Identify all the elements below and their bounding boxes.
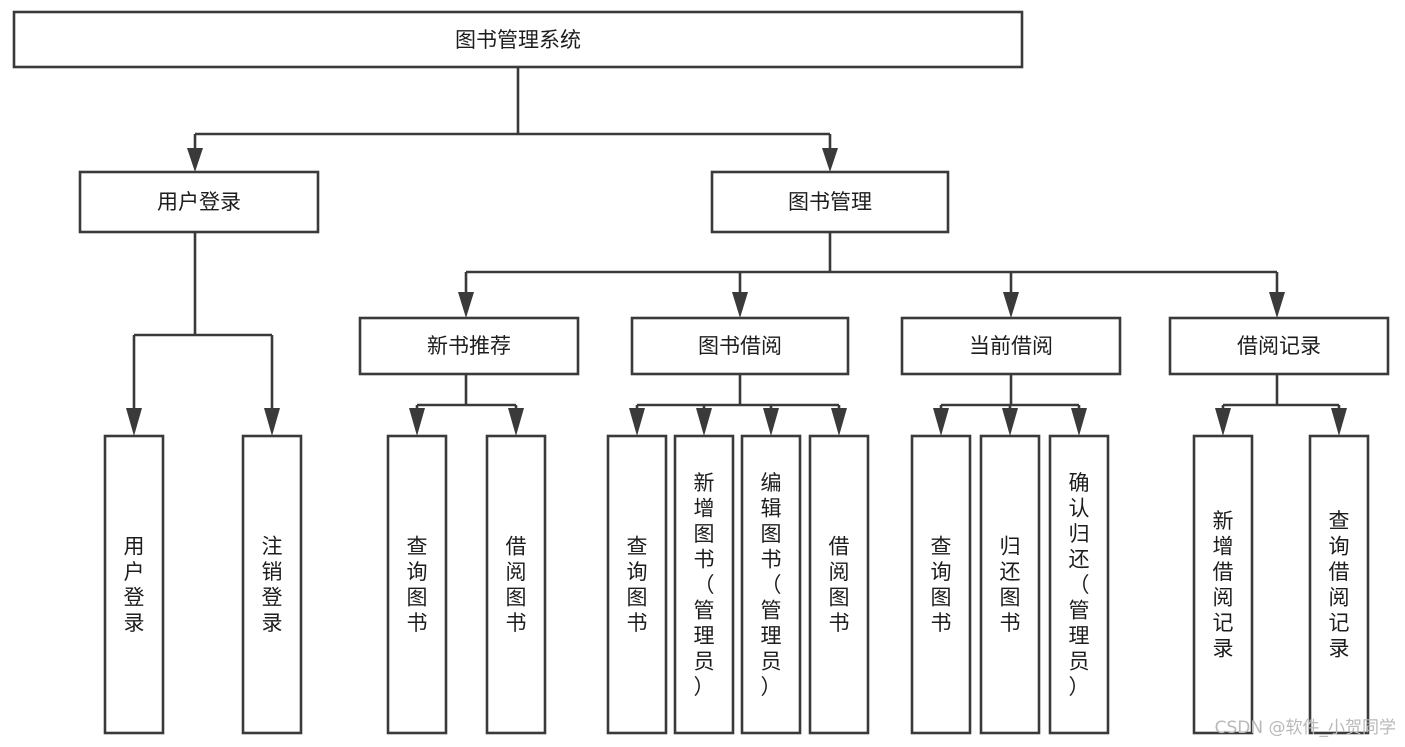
node-leaf-confirm-return-box[interactable] (1048, 434, 1110, 735)
node-leaf-return-book[interactable]: 归还图书 (979, 434, 1041, 735)
arrowhead-book-manage (822, 148, 838, 172)
arrowhead-leaf-query-book-2 (629, 408, 645, 436)
node-leaf-user-login-label: 用户登录 (124, 535, 145, 636)
node-leaf-query-book-2[interactable]: 查询图书 (606, 434, 668, 735)
node-leaf-edit-book[interactable]: 编辑图书（管理员） (740, 434, 802, 735)
node-leaf-borrow-book-2-box[interactable] (808, 434, 870, 735)
csdn-watermark: CSDN @软件_小贺同学 (1215, 718, 1396, 738)
node-borrow-record-box[interactable] (1168, 316, 1390, 376)
node-leaf-query-book-1[interactable]: 查询图书 (386, 434, 448, 735)
node-leaf-return-book-label: 归还图书 (1000, 535, 1021, 636)
node-leaf-user-login-box[interactable] (103, 434, 165, 735)
arrowhead-user-login (187, 148, 203, 172)
node-leaf-return-book-box[interactable] (979, 434, 1041, 735)
node-leaf-borrow-book-1-label: 借阅图书 (506, 535, 527, 636)
node-borrow-record[interactable]: 借阅记录 (1168, 316, 1390, 376)
arrowhead-current-borrow (1003, 292, 1019, 318)
node-leaf-query-record-label: 查询借阅记录 (1329, 509, 1350, 661)
node-leaf-borrow-book-2-label: 借阅图书 (829, 535, 850, 636)
node-current-borrow-label: 当前借阅 (969, 334, 1053, 358)
connector-group-borrow-record (1215, 374, 1347, 436)
arrowhead-leaf-query-book-3 (933, 408, 949, 436)
arrowhead-leaf-query-book-1 (409, 408, 425, 436)
arrowhead-leaf-return-book (1002, 408, 1018, 436)
arrowhead-leaf-query-record (1331, 408, 1347, 436)
node-book-manage[interactable]: 图书管理 (710, 170, 950, 234)
arrowhead-leaf-logout (264, 408, 280, 436)
node-new-book-recommend[interactable]: 新书推荐 (358, 316, 580, 376)
node-leaf-logout-label: 注销登录 (262, 535, 283, 636)
node-leaf-edit-book-label: 编辑图书（管理员） (761, 471, 782, 699)
node-leaf-user-login[interactable]: 用户登录 (103, 434, 165, 735)
node-leaf-confirm-return[interactable]: 确认归还（管理员） (1048, 434, 1110, 735)
connector-group-new-book-recommend (409, 374, 524, 436)
node-leaf-add-book-box[interactable] (673, 434, 735, 735)
node-leaf-query-record[interactable]: 查询借阅记录 (1308, 434, 1370, 735)
node-user-login[interactable]: 用户登录 (78, 170, 320, 234)
arrowhead-borrow-record (1269, 292, 1285, 318)
node-leaf-logout[interactable]: 注销登录 (241, 434, 303, 735)
node-leaf-add-record[interactable]: 新增借阅记录 (1192, 434, 1254, 735)
node-leaf-query-record-box[interactable] (1308, 434, 1370, 735)
node-book-borrow[interactable]: 图书借阅 (630, 316, 850, 376)
node-leaf-add-record-box[interactable] (1192, 434, 1254, 735)
node-user-login-label: 用户登录 (157, 190, 241, 214)
node-book-manage-box[interactable] (710, 170, 950, 234)
arrowhead-new-book-recommend (458, 292, 474, 318)
arrowhead-leaf-add-book (696, 408, 712, 436)
node-leaf-borrow-book-1-box[interactable] (485, 434, 547, 735)
arrowhead-leaf-edit-book (763, 408, 779, 436)
node-current-borrow[interactable]: 当前借阅 (900, 316, 1122, 376)
arrowhead-leaf-add-record (1215, 408, 1231, 436)
connector-group-book-manage (458, 232, 1285, 318)
node-leaf-query-book-1-box[interactable] (386, 434, 448, 735)
node-new-book-recommend-box[interactable] (358, 316, 580, 376)
node-leaf-add-book-label: 新增图书（管理员） (694, 471, 715, 699)
node-leaf-query-book-2-box[interactable] (606, 434, 668, 735)
arrowhead-leaf-confirm-return (1071, 408, 1087, 436)
node-leaf-add-book[interactable]: 新增图书（管理员） (673, 434, 735, 735)
arrowhead-leaf-borrow-book-1 (508, 408, 524, 436)
node-leaf-confirm-return-label: 确认归还（管理员） (1069, 471, 1090, 699)
node-leaf-borrow-book-2[interactable]: 借阅图书 (808, 434, 870, 735)
node-user-login-box[interactable] (78, 170, 320, 234)
connector-group-user-login (126, 232, 280, 436)
arrowhead-leaf-borrow-book-2 (831, 408, 847, 436)
node-leaf-logout-box[interactable] (241, 434, 303, 735)
node-leaf-borrow-book-1[interactable]: 借阅图书 (485, 434, 547, 735)
node-borrow-record-label: 借阅记录 (1237, 334, 1321, 358)
node-leaf-query-book-1-label: 查询图书 (407, 535, 428, 636)
node-root-box[interactable] (12, 10, 1024, 69)
node-current-borrow-box[interactable] (900, 316, 1122, 376)
connector-group-current-borrow (933, 374, 1087, 436)
connector-group-root (187, 67, 838, 172)
node-leaf-query-book-3-label: 查询图书 (931, 535, 952, 636)
node-root-label: 图书管理系统 (455, 28, 581, 52)
node-book-manage-label: 图书管理 (788, 190, 872, 214)
node-leaf-query-book-3-box[interactable] (910, 434, 972, 735)
node-leaf-add-record-label: 新增借阅记录 (1213, 509, 1234, 661)
node-root[interactable]: 图书管理系统 (12, 10, 1024, 69)
node-book-borrow-label: 图书借阅 (698, 334, 782, 358)
node-leaf-query-book-3[interactable]: 查询图书 (910, 434, 972, 735)
node-leaf-query-book-2-label: 查询图书 (627, 535, 648, 636)
arrowhead-leaf-user-login (126, 408, 142, 436)
node-leaf-edit-book-box[interactable] (740, 434, 802, 735)
connector-group-book-borrow (629, 374, 847, 436)
arrowhead-book-borrow (732, 292, 748, 318)
node-new-book-recommend-label: 新书推荐 (427, 334, 511, 358)
node-book-borrow-box[interactable] (630, 316, 850, 376)
